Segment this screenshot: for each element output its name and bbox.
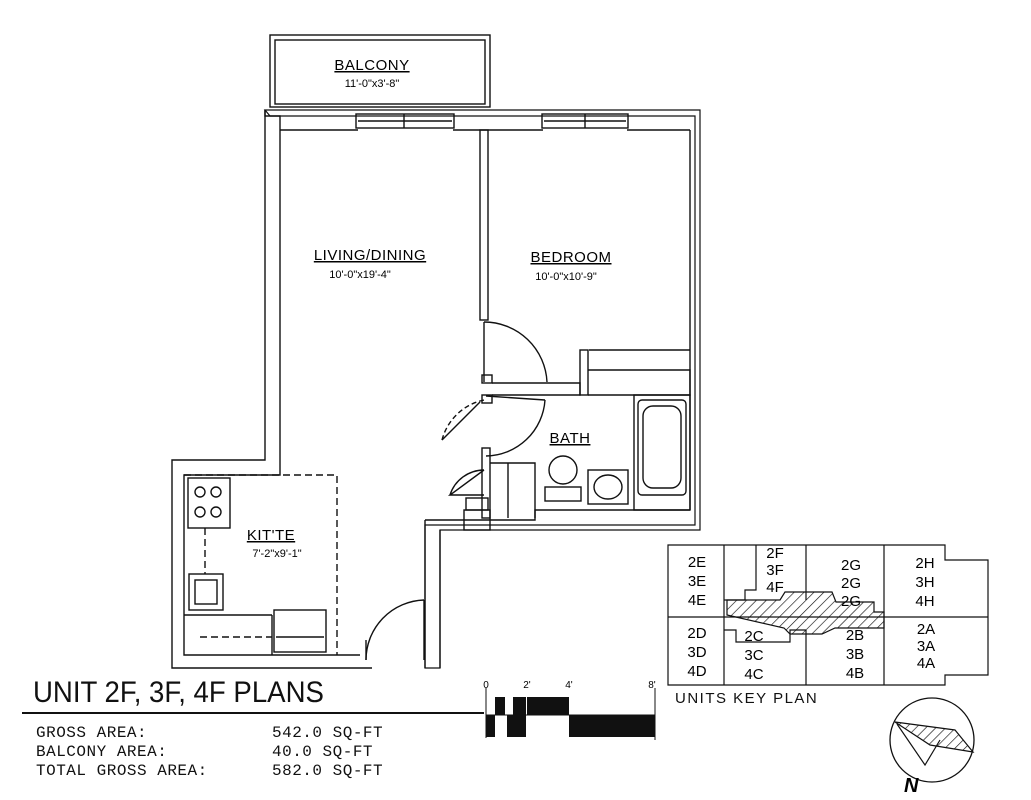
bedroom-dims: 10'-0"x10'-9" [535, 271, 597, 283]
key-unit-2c: 2C [744, 628, 763, 645]
key-unit-4f: 4F [766, 579, 784, 596]
area-value: 40.0 SQ-FT [272, 743, 374, 761]
area-label: BALCONY AREA: [36, 743, 168, 761]
key-unit-4e: 4E [688, 592, 706, 609]
area-value: 582.0 SQ-FT [272, 762, 384, 780]
scale-tick-2: 2' [523, 680, 531, 691]
windows [355, 113, 629, 129]
interior-walls [463, 129, 691, 531]
key-unit-3c: 3C [744, 647, 763, 664]
scale-tick-0: 0 [483, 680, 489, 691]
key-unit-4b: 4B [846, 665, 864, 682]
area-row-balcony: BALCONY AREA: 40.0 SQ-FT [36, 743, 383, 762]
bath-fixtures [544, 399, 687, 505]
living-dining-dims: 10'-0"x19'-4" [329, 269, 391, 281]
key-unit-2a: 2A [917, 621, 935, 638]
key-unit-3h: 3H [915, 574, 934, 591]
area-row-total: TOTAL GROSS AREA: 582.0 SQ-FT [36, 762, 383, 781]
area-label: TOTAL GROSS AREA: [36, 762, 208, 780]
units-key-plan: 2E 3E 4E 2F 3F 4F 2G 2G 2G 2H 3H 4H 2D 3… [667, 544, 989, 686]
room-labels: BALCONY 11'-0"x3'-8" LIVING/DINING 10'-0… [247, 57, 611, 560]
key-unit-2g-b: 2G [841, 575, 861, 592]
balcony-name: BALCONY [334, 57, 409, 74]
key-unit-4a: 4A [917, 655, 935, 672]
key-unit-2h: 2H [915, 555, 934, 572]
kitchen-name: KIT'TE [247, 527, 295, 544]
door-swings [365, 321, 690, 661]
key-unit-4c: 4C [744, 666, 763, 683]
key-unit-2g-c: 2G [841, 593, 861, 610]
title-underline [22, 712, 484, 714]
north-arrow: N [889, 697, 975, 797]
kitchen-dims: 7'-2"x9'-1" [252, 548, 301, 560]
key-unit-4d: 4D [687, 663, 706, 680]
key-unit-2b: 2B [846, 627, 864, 644]
key-unit-3d: 3D [687, 644, 706, 661]
key-unit-2f: 2F [766, 545, 784, 562]
plan-title: UNIT 2F, 3F, 4F PLANS [33, 676, 324, 709]
scale-tick-8: 8' [648, 680, 656, 691]
balcony-dims: 11'-0"x3'-8" [345, 78, 400, 90]
bedroom-name: BEDROOM [530, 249, 611, 266]
area-row-gross: GROSS AREA: 542.0 SQ-FT [36, 724, 383, 743]
balcony-outline [269, 34, 491, 108]
key-unit-3f: 3F [766, 562, 784, 579]
area-table: GROSS AREA: 542.0 SQ-FT BALCONY AREA: 40… [36, 724, 383, 781]
key-unit-2e: 2E [688, 554, 706, 571]
living-dining-name: LIVING/DINING [314, 247, 426, 264]
north-label: N [904, 775, 919, 797]
scale-tick-4: 4' [565, 680, 573, 691]
area-label: GROSS AREA: [36, 724, 148, 742]
key-unit-3e: 3E [688, 573, 706, 590]
bath-name: BATH [550, 430, 591, 447]
key-unit-4h: 4H [915, 593, 934, 610]
key-unit-2d: 2D [687, 625, 706, 642]
key-unit-2g-a: 2G [841, 557, 861, 574]
exterior-walls [171, 109, 701, 669]
key-unit-3b: 3B [846, 646, 864, 663]
key-unit-3a: 3A [917, 638, 935, 655]
key-plan-label: UNITS KEY PLAN [675, 690, 819, 707]
scale-bar: 0 2' 4' 8' [483, 680, 656, 740]
kitchen-fixtures [184, 474, 338, 655]
area-value: 542.0 SQ-FT [272, 724, 384, 742]
